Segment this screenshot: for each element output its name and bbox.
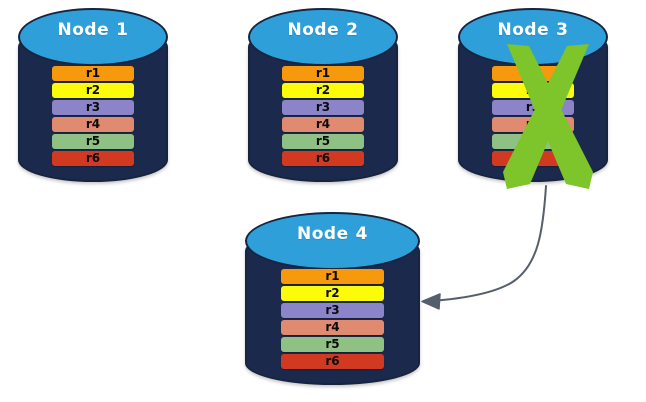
data-row[interactable]: r6 <box>281 354 384 369</box>
redistribution-arrow <box>421 185 547 310</box>
node-title-number: 3 <box>556 20 569 40</box>
row-stack: r1 r2 r3 r4 r5 r6 <box>281 269 384 369</box>
data-row[interactable]: r4 <box>282 117 364 132</box>
node-title-word: Node <box>297 224 349 244</box>
data-row[interactable]: r4 <box>281 320 384 335</box>
node-cylinder-1[interactable]: Node 1 r1 r2 r3 r4 r5 r6 <box>18 8 168 182</box>
data-row[interactable]: r6 <box>282 151 364 166</box>
data-row[interactable]: r6 <box>52 151 134 166</box>
node-title-number: 4 <box>355 224 368 244</box>
node-title-4: Node 4 <box>245 224 420 244</box>
data-row[interactable]: r1 <box>492 66 574 81</box>
cylinder-top-disc <box>245 212 420 270</box>
data-row[interactable]: r3 <box>492 100 574 115</box>
node-cylinder-3[interactable]: Node 3 r1 r2 r3 r4 r5 r6 <box>458 8 608 182</box>
row-stack: r1 r2 r3 r4 r5 r6 <box>282 66 364 166</box>
data-row[interactable]: r3 <box>52 100 134 115</box>
node-title-2: Node 2 <box>248 20 398 40</box>
data-row[interactable]: r2 <box>492 83 574 98</box>
node-title-word: Node <box>497 20 550 40</box>
row-stack: r1 r2 r3 r4 r5 r6 <box>492 66 574 166</box>
data-row[interactable]: r5 <box>492 134 574 149</box>
node-title-number: 1 <box>116 20 129 40</box>
data-row[interactable]: r1 <box>282 66 364 81</box>
node-title-1: Node 1 <box>18 20 168 40</box>
node-title-word: Node <box>57 20 110 40</box>
data-row[interactable]: r4 <box>492 117 574 132</box>
data-row[interactable]: r2 <box>281 286 384 301</box>
node-cylinder-4[interactable]: Node 4 r1 r2 r3 r4 r5 r6 <box>245 212 420 385</box>
cylinder-top-disc <box>248 8 398 66</box>
data-row[interactable]: r2 <box>282 83 364 98</box>
data-row[interactable]: r1 <box>281 269 384 284</box>
data-row[interactable]: r5 <box>281 337 384 352</box>
cylinder-top-disc <box>18 8 168 66</box>
row-stack: r1 r2 r3 r4 r5 r6 <box>52 66 134 166</box>
node-title-number: 2 <box>346 20 359 40</box>
node-title-3: Node 3 <box>458 20 608 40</box>
node-cylinder-2[interactable]: Node 2 r1 r2 r3 r4 r5 r6 <box>248 8 398 182</box>
data-row[interactable]: r5 <box>282 134 364 149</box>
data-row[interactable]: r4 <box>52 117 134 132</box>
data-row[interactable]: r2 <box>52 83 134 98</box>
data-row[interactable]: r3 <box>281 303 384 318</box>
data-row[interactable]: r5 <box>52 134 134 149</box>
data-row[interactable]: r6 <box>492 151 574 166</box>
node-title-word: Node <box>287 20 340 40</box>
data-row[interactable]: r3 <box>282 100 364 115</box>
data-row[interactable]: r1 <box>52 66 134 81</box>
